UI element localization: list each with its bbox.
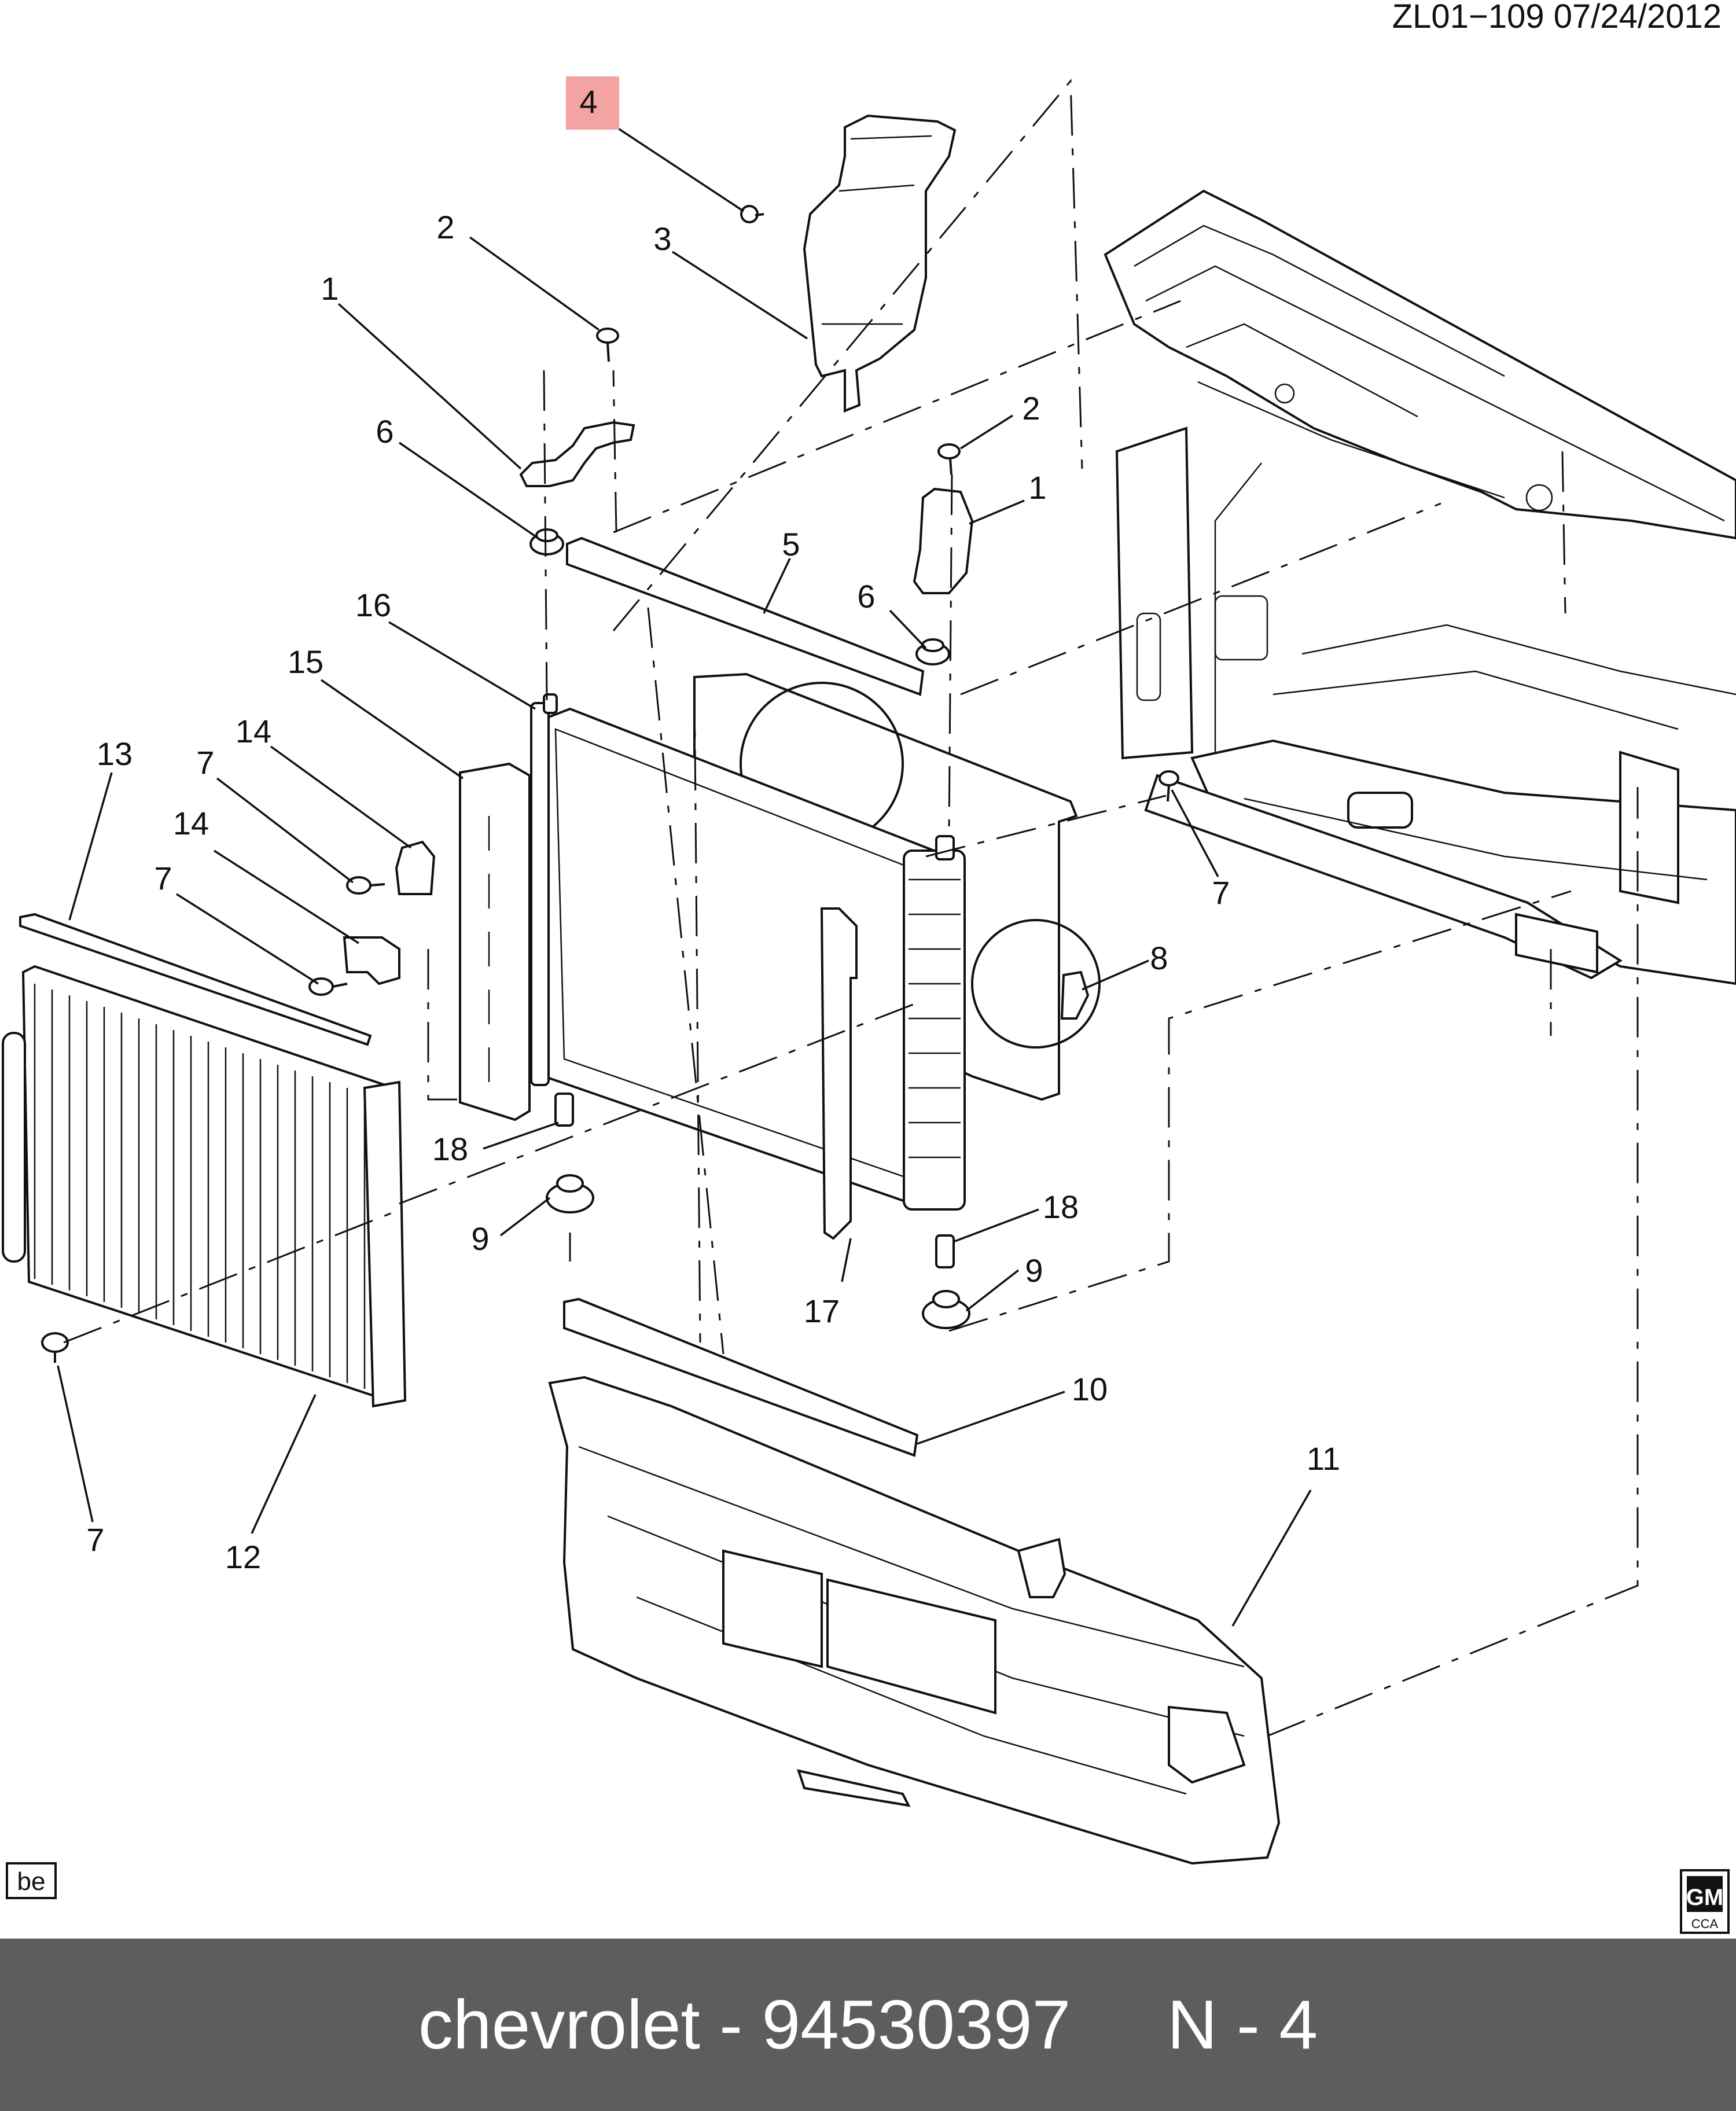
callout-9-right: 9 bbox=[1025, 1252, 1043, 1289]
front-body-detail bbox=[1134, 225, 1736, 881]
callout-3: 3 bbox=[653, 220, 671, 257]
condenser-bracket-lower bbox=[343, 936, 400, 985]
fan-connector bbox=[1060, 970, 1090, 1020]
parts-diagram: ZL01−109 07/24/2012 bbox=[2, 0, 1736, 1934]
highlight-box bbox=[566, 76, 619, 130]
condenser-upper-seal bbox=[19, 913, 372, 1046]
upper-air-seal bbox=[566, 536, 925, 696]
lower-tie-bar bbox=[548, 1376, 1281, 1865]
lower-air-seal bbox=[563, 1297, 919, 1457]
callout-2-right: 2 bbox=[1022, 390, 1040, 426]
gm-logo-text: GM bbox=[1686, 1885, 1723, 1910]
callout-7-middle: 7 bbox=[154, 860, 172, 896]
callout-1-left: 1 bbox=[321, 270, 339, 307]
callout-7-upper: 7 bbox=[196, 744, 214, 781]
corner-tag: be bbox=[6, 1862, 57, 1899]
front-body-structure bbox=[1104, 189, 1736, 985]
insulator-part-6-right bbox=[915, 638, 950, 665]
corner-tag-text: be bbox=[17, 1867, 46, 1896]
callout-6-left: 6 bbox=[376, 413, 393, 450]
callout-15: 15 bbox=[288, 643, 323, 680]
callout-16: 16 bbox=[355, 587, 391, 623]
callout-7-right: 7 bbox=[1212, 874, 1230, 911]
air-baffle bbox=[820, 907, 858, 1240]
gm-logo-subtext: CCA bbox=[1691, 1917, 1719, 1931]
bolt-part-7-b bbox=[308, 977, 348, 996]
callout-7-lower: 7 bbox=[86, 1521, 104, 1558]
callout-9-left: 9 bbox=[471, 1220, 489, 1257]
reference-code: ZL01−109 07/24/2012 bbox=[1392, 0, 1722, 35]
callout-5: 5 bbox=[782, 526, 800, 562]
bolt-part-2-right bbox=[937, 443, 961, 475]
callout-14-upper: 14 bbox=[236, 713, 271, 749]
air-deflector-edge bbox=[822, 135, 932, 325]
callout-labels: 4 2 3 1 6 2 1 5 6 16 15 13 14 7 14 7 7 8… bbox=[86, 83, 1340, 1575]
upper-bracket-right bbox=[913, 487, 974, 594]
callout-6-right: 6 bbox=[857, 578, 875, 615]
callout-17: 17 bbox=[804, 1293, 840, 1329]
reference-lines bbox=[63, 78, 1639, 1737]
bolt-part-7-d bbox=[41, 1332, 69, 1363]
bolt-part-2-left bbox=[596, 328, 619, 362]
push-pin-part-4 bbox=[740, 205, 764, 223]
condenser-bracket-upper bbox=[395, 840, 436, 895]
upper-bracket-left bbox=[519, 421, 635, 487]
callout-1-right: 1 bbox=[1028, 469, 1046, 506]
callout-18-left: 18 bbox=[432, 1131, 468, 1167]
caption-bar: chevrolet - 94530397 N - 4 bbox=[0, 1939, 1736, 2111]
callout-13: 13 bbox=[97, 735, 133, 772]
bolt-part-7-c bbox=[1158, 770, 1179, 802]
drain-plug-right bbox=[935, 1234, 955, 1268]
lower-insulator-right bbox=[922, 1290, 970, 1329]
side-air-baffle bbox=[459, 762, 531, 1121]
ac-condenser bbox=[2, 965, 407, 1408]
callout-18-right: 18 bbox=[1043, 1189, 1079, 1225]
air-deflector bbox=[803, 114, 957, 413]
leader-lines bbox=[57, 115, 1312, 1627]
callout-14-lower: 14 bbox=[173, 805, 209, 841]
gm-logo: GM CCA bbox=[1680, 1869, 1730, 1934]
callout-2-upper-left: 2 bbox=[436, 209, 454, 245]
callout-8: 8 bbox=[1150, 940, 1168, 976]
callout-10: 10 bbox=[1072, 1371, 1108, 1407]
lower-insulator-left bbox=[546, 1174, 594, 1213]
callout-11: 11 bbox=[1307, 1440, 1340, 1477]
caption-text: chevrolet - 94530397 N - 4 bbox=[418, 1986, 1318, 2064]
insulator-part-6-left bbox=[529, 528, 564, 556]
drain-plug-left bbox=[554, 1093, 574, 1127]
callout-4: 4 bbox=[579, 83, 597, 120]
callout-12: 12 bbox=[225, 1539, 261, 1575]
